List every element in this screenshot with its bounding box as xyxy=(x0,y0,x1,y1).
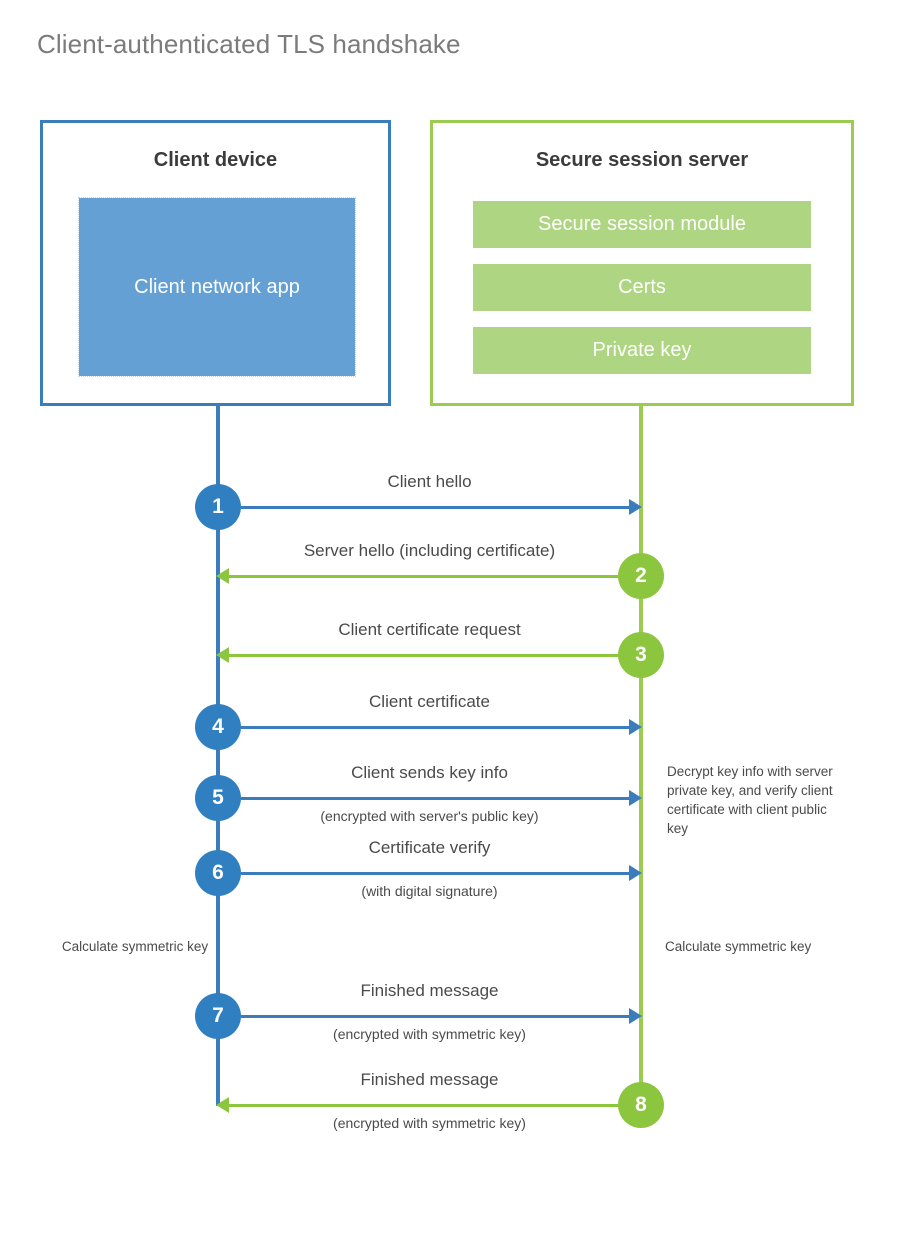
message-arrowhead-4 xyxy=(629,719,642,735)
step-circle-2[interactable]: 2 xyxy=(618,553,664,599)
step-circle-4[interactable]: 4 xyxy=(195,704,241,750)
client-device-box: Client device Client network app xyxy=(40,120,391,406)
message-line-3 xyxy=(228,654,618,657)
secure-session-server-box: Secure session server Secure session mod… xyxy=(430,120,854,406)
client-network-app-block: Client network app xyxy=(78,197,356,377)
message-line-5 xyxy=(241,797,631,800)
message-line-6 xyxy=(241,872,631,875)
page-title: Client-authenticated TLS handshake xyxy=(37,29,461,59)
step-circle-1[interactable]: 1 xyxy=(195,484,241,530)
message-label-4: Client certificate xyxy=(369,692,490,711)
message-sublabel-8: (encrypted with symmetric key) xyxy=(333,1115,526,1131)
message-arrowhead-5 xyxy=(629,790,642,806)
message-line-7 xyxy=(241,1015,631,1018)
message-sublabel-7: (encrypted with symmetric key) xyxy=(333,1026,526,1042)
message-arrowhead-1 xyxy=(629,499,642,515)
client-device-title: Client device xyxy=(153,149,278,171)
message-line-8 xyxy=(228,1104,618,1107)
message-line-4 xyxy=(241,726,631,729)
message-arrowhead-7 xyxy=(629,1008,642,1024)
message-line-1 xyxy=(241,506,631,509)
server-component-secure-session-module: Secure session module xyxy=(473,201,811,248)
secure-session-server-title: Secure session server xyxy=(535,149,749,171)
message-label-6: Certificate verify xyxy=(368,838,491,857)
message-label-3: Client certificate request xyxy=(338,620,521,639)
message-label-1: Client hello xyxy=(387,472,472,491)
message-arrowhead-6 xyxy=(629,865,642,881)
message-label-2: Server hello (including certificate) xyxy=(303,541,556,560)
message-sublabel-5: (encrypted with server's public key) xyxy=(320,808,539,824)
message-arrowhead-3 xyxy=(216,647,229,663)
server-lifeline xyxy=(639,406,643,1106)
step-circle-6[interactable]: 6 xyxy=(195,850,241,896)
message-line-2 xyxy=(228,575,618,578)
message-label-7: Finished message xyxy=(360,981,499,1000)
server-component-private-key: Private key xyxy=(473,327,811,374)
client-lifeline xyxy=(216,406,220,1106)
client-network-app-label: Client network app xyxy=(134,275,300,298)
step-circle-8[interactable]: 8 xyxy=(618,1082,664,1128)
message-label-8: Finished message xyxy=(360,1070,499,1089)
message-arrowhead-8 xyxy=(216,1097,229,1113)
note-decrypt-key-info: Decrypt key info with server private key… xyxy=(667,764,833,837)
note-calculate-symmetric-key-server: Calculate symmetric key xyxy=(665,939,812,954)
step-circle-5[interactable]: 5 xyxy=(195,775,241,821)
message-label-5: Client sends key info xyxy=(351,763,508,782)
step-circle-7[interactable]: 7 xyxy=(195,993,241,1039)
server-component-certs: Certs xyxy=(473,264,811,311)
note-calculate-symmetric-key-client: Calculate symmetric key xyxy=(61,939,209,954)
message-sublabel-6: (with digital signature) xyxy=(361,883,498,899)
step-circle-3[interactable]: 3 xyxy=(618,632,664,678)
message-arrowhead-2 xyxy=(216,568,229,584)
